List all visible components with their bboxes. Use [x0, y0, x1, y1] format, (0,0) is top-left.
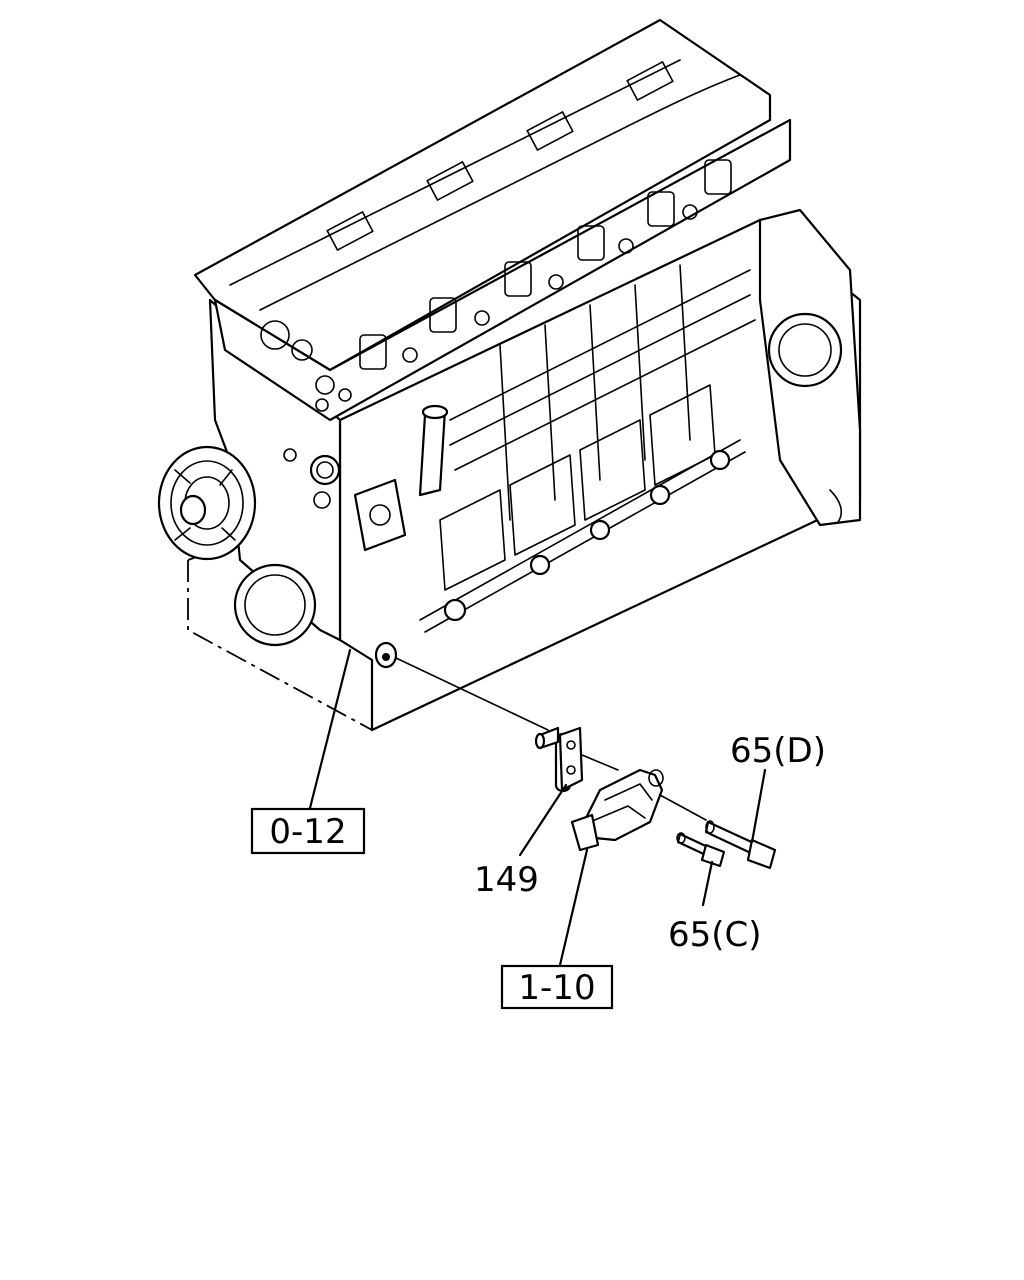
head-ports — [326, 61, 674, 251]
leader-0-12 — [308, 648, 352, 810]
callout-149[interactable]: 149 — [474, 860, 539, 900]
block-ribs — [449, 264, 756, 521]
ref-box-0-12[interactable]: 0-12 — [250, 807, 366, 855]
block-side-plates — [439, 384, 716, 591]
bolt-65d — [704, 820, 777, 870]
bolt-65c — [676, 832, 726, 868]
leader-1-10 — [558, 848, 589, 967]
assembly-line-65d — [659, 794, 707, 821]
ref-box-1-10[interactable]: 1-10 — [500, 964, 614, 1010]
callout-65c[interactable]: 65(C) — [668, 915, 762, 955]
mount-pin-hole — [374, 641, 398, 669]
mounting-plate-149 — [534, 726, 584, 793]
leader-65d — [750, 768, 767, 844]
assembly-line-plate — [581, 754, 619, 771]
assembly-line-pin — [395, 657, 549, 731]
callout-65d[interactable]: 65(D) — [730, 731, 826, 771]
leader-149 — [518, 783, 568, 857]
engine-mount-bracket — [570, 768, 664, 852]
leader-65c — [701, 860, 714, 907]
engine-block — [193, 18, 862, 732]
manifold-ports — [359, 159, 732, 370]
ref-label-1-10: 1-10 — [518, 968, 595, 1008]
ref-label-0-12: 0-12 — [269, 812, 346, 852]
crank-pulley — [157, 445, 257, 561]
